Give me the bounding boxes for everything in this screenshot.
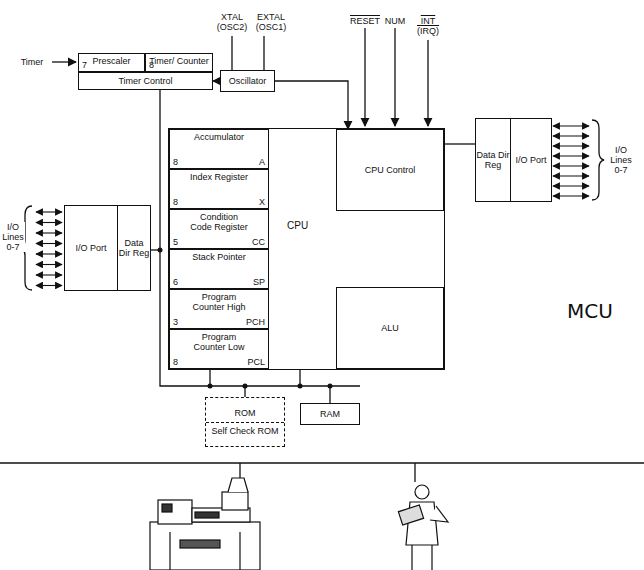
- timer-control-box: Timer Control: [78, 72, 213, 90]
- box-label: Index Register: [188, 172, 250, 182]
- register-size: Self Check ROM: [206, 422, 284, 436]
- signal-label: Timer: [14, 57, 50, 67]
- register-box: Stack Pointer 6 SP: [169, 249, 269, 289]
- connector: [213, 80, 220, 81]
- register-name: SP: [253, 277, 265, 287]
- leader-line: [414, 463, 415, 482]
- io-port-box: I/O Port: [510, 118, 552, 202]
- box-label: Timer/ Counter: [146, 56, 212, 66]
- register-name: X: [259, 197, 265, 207]
- num-wire: [394, 28, 395, 126]
- register-name: PCL: [247, 357, 265, 367]
- register-box: Program Counter Low 8 PCL: [169, 329, 269, 369]
- register-box: Accumulator 8 A: [169, 129, 269, 169]
- connector: [444, 143, 475, 144]
- register-size: 5: [173, 237, 178, 247]
- bus-tap: [299, 368, 300, 386]
- register-size: 8: [149, 60, 154, 70]
- connector: [275, 81, 348, 129]
- alu-box: ALU: [336, 287, 444, 369]
- box-label: Condition Code Register: [188, 212, 250, 232]
- reset-wire: [364, 28, 365, 126]
- int-wire: [427, 40, 428, 126]
- register-size: 8: [173, 157, 178, 167]
- box-label: CPU: [287, 221, 308, 231]
- oscillator-box: Oscillator: [220, 70, 275, 92]
- rom-box: ROM Self Check ROM: [205, 397, 285, 447]
- register-name: A: [259, 157, 265, 167]
- box-label: CPU Control: [365, 165, 416, 175]
- box-label: Prescaler: [79, 56, 144, 66]
- signal-label: NUM: [384, 16, 406, 26]
- register-name: PCH: [246, 317, 265, 327]
- box-label: Oscillator: [229, 76, 267, 86]
- extal-wire: [263, 36, 264, 70]
- register-box: Program Counter High 3 PCH: [169, 289, 269, 329]
- ram-box: RAM: [300, 403, 360, 425]
- box-label: ROM: [235, 408, 256, 418]
- bus-tap: [329, 386, 330, 403]
- timer-counter-box: Timer/ Counter8: [145, 53, 213, 72]
- register-name: CC: [252, 237, 265, 247]
- box-label: Stack Pointer: [188, 252, 250, 262]
- register-size: 8: [173, 357, 178, 367]
- data-direction-box: Data Dir Reg: [117, 205, 151, 291]
- register-size: 7: [82, 60, 87, 70]
- xtal-wire: [231, 36, 232, 70]
- box-label: I/O Port: [75, 243, 106, 253]
- box-label: Data Dir Reg: [118, 238, 150, 258]
- io-port-box: I/O Port: [64, 205, 118, 291]
- timer-input-arrow: [52, 61, 76, 62]
- separator-line: [0, 462, 644, 463]
- box-label: Data Dir Reg: [476, 150, 510, 170]
- signal-label: INT (IRQ): [414, 16, 442, 36]
- cpu-block: CPUAccumulator8AIndex Register8XConditio…: [168, 128, 445, 370]
- signal-label: RESET: [348, 16, 382, 26]
- box-label: Accumulator: [188, 132, 250, 142]
- register-box: Condition Code Register 5 CC: [169, 209, 269, 249]
- chip-label: MCU: [560, 300, 620, 322]
- register-size: 3: [173, 317, 178, 327]
- data-direction-box: Data Dir Reg: [475, 118, 511, 202]
- box-label: Timer Control: [118, 76, 172, 86]
- register-box: Index Register 8 X: [169, 169, 269, 209]
- register-size: 8: [173, 197, 178, 207]
- prescaler-box: Prescaler7: [78, 53, 145, 72]
- bus-tap: [209, 368, 210, 386]
- box-label: ALU: [381, 323, 399, 333]
- person-illustration: [398, 485, 448, 570]
- brace: [592, 120, 604, 200]
- signal-label: I/O Lines 0-7: [1, 222, 25, 252]
- signal-label: I/O Lines 0-7: [606, 145, 636, 175]
- box-label: Program Counter Low: [188, 332, 250, 352]
- cpu-control-box: CPU Control: [336, 129, 444, 211]
- box-label: I/O Port: [515, 155, 546, 165]
- box-label: RAM: [320, 409, 340, 419]
- machine-illustration: [150, 478, 260, 570]
- box-label: Program Counter High: [188, 292, 250, 312]
- register-size: 6: [173, 277, 178, 287]
- signal-label: EXTAL (OSC1): [248, 12, 294, 32]
